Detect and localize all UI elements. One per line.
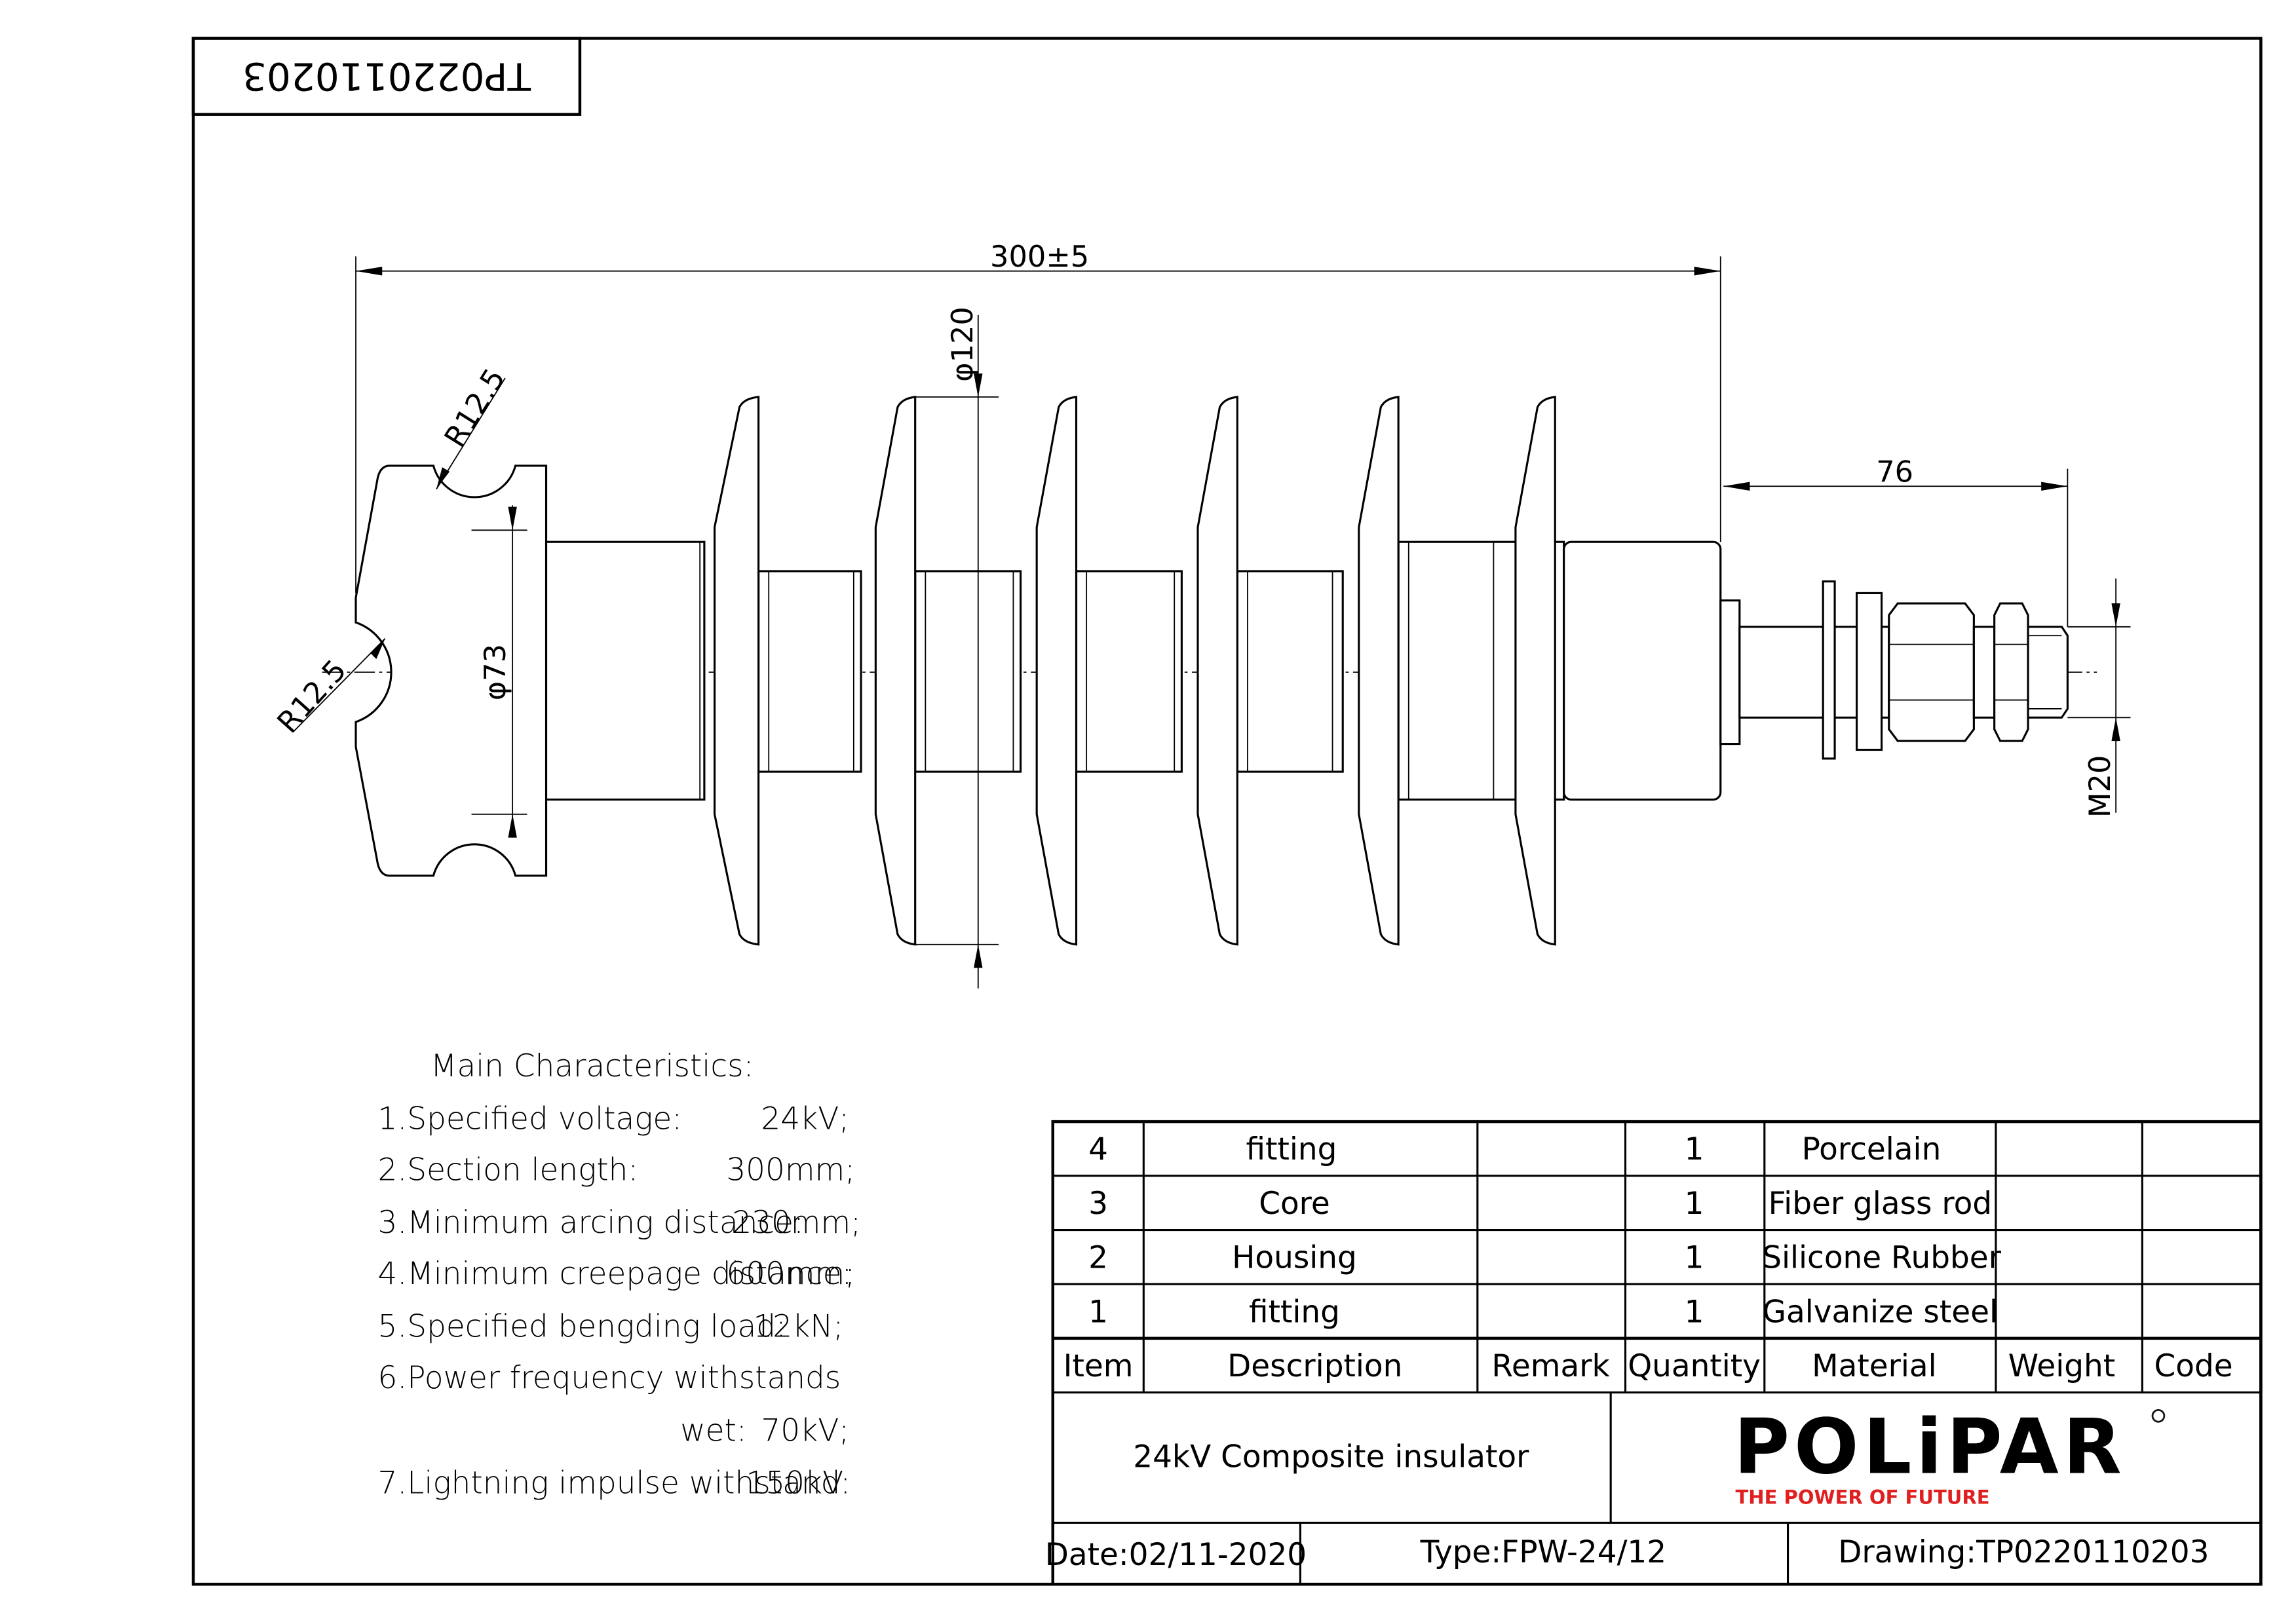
table-row: 1 fitting 1 Galvanize steel: [1088, 1294, 1998, 1330]
char-value: 150kV: [746, 1465, 843, 1501]
cell-description: fitting: [1249, 1294, 1340, 1330]
char-label: wet:: [680, 1412, 746, 1448]
dimension-thread: M20: [2067, 578, 2131, 818]
shed: [713, 396, 760, 946]
dim-fitting-length: 76: [1876, 455, 1913, 489]
char-value: 24kV;: [761, 1101, 849, 1137]
housing-segment: [545, 540, 706, 801]
char-value: 230mm;: [732, 1205, 861, 1241]
logo-tagline: THE POWER OF FUTURE: [1735, 1486, 1989, 1508]
dim-radius-top: R12.5: [438, 362, 512, 453]
sheds: [713, 396, 1565, 946]
header-remark: Remark: [1491, 1348, 1610, 1384]
char-value: 300mm;: [726, 1152, 855, 1188]
cell-quantity: 1: [1685, 1186, 1704, 1222]
left-end-fitting: [354, 464, 548, 877]
table-row: 3 Core 1 Fiber glass rod: [1088, 1186, 1992, 1222]
dim-thread: M20: [2083, 755, 2117, 818]
cell-quantity: 1: [1685, 1294, 1704, 1330]
dim-radius-left: R12.5: [271, 653, 353, 740]
lock-washer: [1856, 592, 1883, 751]
washer: [1822, 580, 1836, 760]
cell-quantity: 1: [1685, 1131, 1704, 1167]
dimension-overall: 300±5: [355, 240, 1721, 594]
dimension-fitting-length: 76: [1723, 455, 2069, 627]
main-characteristics: Main Characteristics: 1.Specified voltag…: [378, 1048, 861, 1501]
shed: [1035, 396, 1078, 946]
cell-description: Housing: [1232, 1240, 1357, 1276]
core-segment: [914, 570, 1022, 773]
logo-text: POLiPAR: [1734, 1403, 2126, 1491]
lock-nut: [1993, 602, 2029, 742]
table-row: 2 Housing 1 Silicone Rubber: [1088, 1240, 2002, 1276]
registered-mark-icon: [2151, 1409, 2166, 1423]
right-end-segment: [1563, 540, 1722, 801]
core-segment: [757, 570, 862, 773]
cell-material: Fiber glass rod: [1769, 1186, 1993, 1222]
hex-nut: [1888, 602, 1975, 742]
shed: [1358, 396, 1400, 946]
char-label: 6.Power frequency withstands: [378, 1360, 841, 1396]
mirrored-drawing-number: TP0220110203: [242, 54, 531, 98]
char-value: 70kV;: [761, 1412, 849, 1448]
dim-shed-diameter: φ120: [946, 307, 980, 382]
char-value: 12kN;: [753, 1309, 843, 1345]
shed: [1514, 396, 1556, 946]
dim-overall-length: 300±5: [990, 240, 1089, 274]
cell-item: 4: [1088, 1131, 1108, 1167]
header-weight: Weight: [2008, 1348, 2115, 1384]
table-row: 4 fitting 1 Porcelain: [1088, 1131, 1941, 1167]
product-title: 24kV Composite insulator: [1133, 1439, 1529, 1475]
char-label: 4.Minimum creepage distance:: [378, 1256, 852, 1292]
header-code: Code: [2154, 1348, 2233, 1384]
char-label: 1.Specified voltage:: [378, 1101, 683, 1137]
cell-quantity: 1: [1685, 1240, 1704, 1276]
char-label: 3.Minimum arcing distance:: [378, 1205, 804, 1241]
cell-item: 1: [1088, 1294, 1108, 1330]
cell-description: Core: [1259, 1186, 1330, 1222]
thread-end: [2027, 626, 2069, 719]
cell-item: 3: [1088, 1186, 1108, 1222]
date-field: Date:02/11-2020: [1045, 1537, 1307, 1573]
char-value: 600mm;: [726, 1256, 855, 1292]
shed: [874, 396, 917, 946]
characteristics-heading: Main Characteristics:: [430, 1048, 754, 1084]
dim-core-diameter: φ73: [478, 644, 512, 700]
dimension-core-diameter: φ73: [471, 505, 527, 838]
dimension-shed-diameter: φ120: [915, 307, 999, 989]
cell-description: fitting: [1246, 1131, 1337, 1167]
cell-item: 2: [1088, 1240, 1108, 1276]
cell-material: Galvanize steel: [1763, 1294, 1998, 1330]
core-segment: [1075, 570, 1183, 773]
core-segment: [1236, 570, 1344, 773]
table-header: Item Description Remark Quantity Materia…: [1063, 1348, 2233, 1384]
dimension-radius-top: R12.5: [436, 362, 512, 490]
char-label: 2.Section length:: [378, 1152, 639, 1188]
cell-material: Silicone Rubber: [1762, 1240, 2001, 1276]
shed: [1196, 396, 1238, 946]
mirrored-number-box: [191, 37, 582, 116]
parts-table: 4 fitting 1 Porcelain 3 Core 1 Fiber gla…: [1045, 1120, 2263, 1586]
header-quantity: Quantity: [1628, 1348, 1761, 1384]
char-label: 7.Lightning impulse withstand:: [378, 1465, 851, 1501]
header-description: Description: [1227, 1348, 1402, 1384]
type-field: Type:FPW-24/12: [1420, 1534, 1666, 1570]
polipar-logo: POLiPAR THE POWER OF FUTURE: [1734, 1403, 2166, 1508]
header-material: Material: [1812, 1348, 1937, 1384]
char-label: 5.Specified bengding load:: [378, 1309, 786, 1345]
header-item: Item: [1063, 1348, 1134, 1384]
drawing-number-field: Drawing:TP0220110203: [1838, 1534, 2209, 1570]
right-end-fitting: [1719, 580, 2069, 760]
cell-material: Porcelain: [1802, 1131, 1942, 1167]
